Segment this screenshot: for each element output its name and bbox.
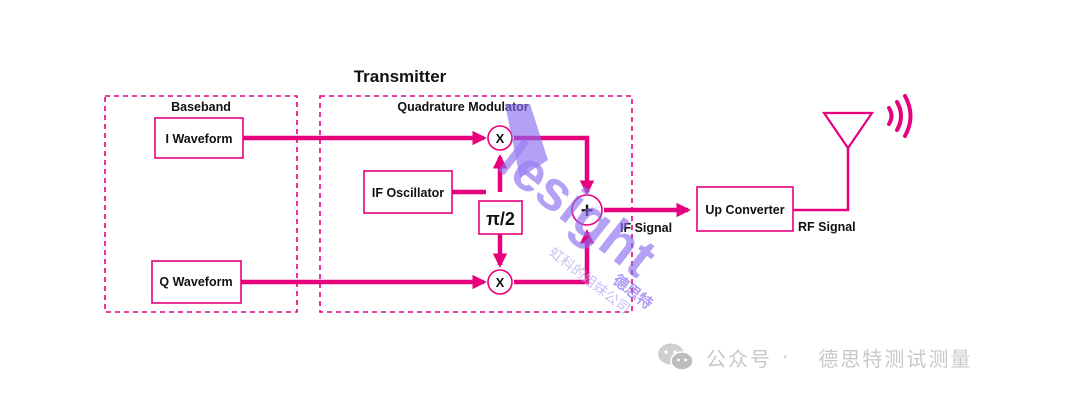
up-converter-label: Up Converter	[705, 203, 784, 217]
mixer-q-node	[487, 269, 513, 295]
if-oscillator-label: IF Oscillator	[372, 186, 444, 200]
up-converter-block	[696, 186, 794, 232]
baseband-group	[104, 95, 298, 313]
radio-waves-icon	[887, 94, 913, 138]
footer-separator: ·	[782, 345, 791, 369]
if-oscillator-block	[363, 170, 453, 214]
watermark-logo-icon	[505, 104, 548, 178]
phase-shifter-label: π/2	[486, 209, 515, 229]
footer-account-credit: 公众号 · 德思特测试测量	[656, 340, 972, 374]
baseband-label: Baseband	[171, 100, 231, 114]
q-waveform-block	[151, 260, 242, 304]
phase-shifter-block	[478, 200, 523, 235]
mixer-q-label: X	[496, 275, 505, 290]
diagram-title: Transmitter	[354, 67, 447, 86]
antenna-feed	[793, 148, 850, 212]
wechat-icon	[656, 341, 696, 373]
summer-node	[571, 194, 603, 226]
quadrature-modulator-group	[319, 95, 633, 313]
summer-label: +	[581, 198, 594, 223]
mixer-i-label: X	[496, 131, 505, 146]
q-waveform-label: Q Waveform	[159, 275, 232, 289]
i-waveform-block	[154, 117, 244, 159]
if-signal-label: IF Signal	[620, 221, 672, 235]
mixer-q-to-summer-line	[514, 229, 595, 285]
footer-account: 德思特测试测量	[818, 346, 973, 371]
i-waveform-label: I Waveform	[166, 132, 233, 146]
rf-signal-label: RF Signal	[798, 220, 856, 234]
footer-channel: 公众号	[706, 346, 772, 371]
quadrature-modulator-label: Quadrature Modulator	[397, 100, 528, 114]
antenna-icon	[821, 111, 875, 150]
